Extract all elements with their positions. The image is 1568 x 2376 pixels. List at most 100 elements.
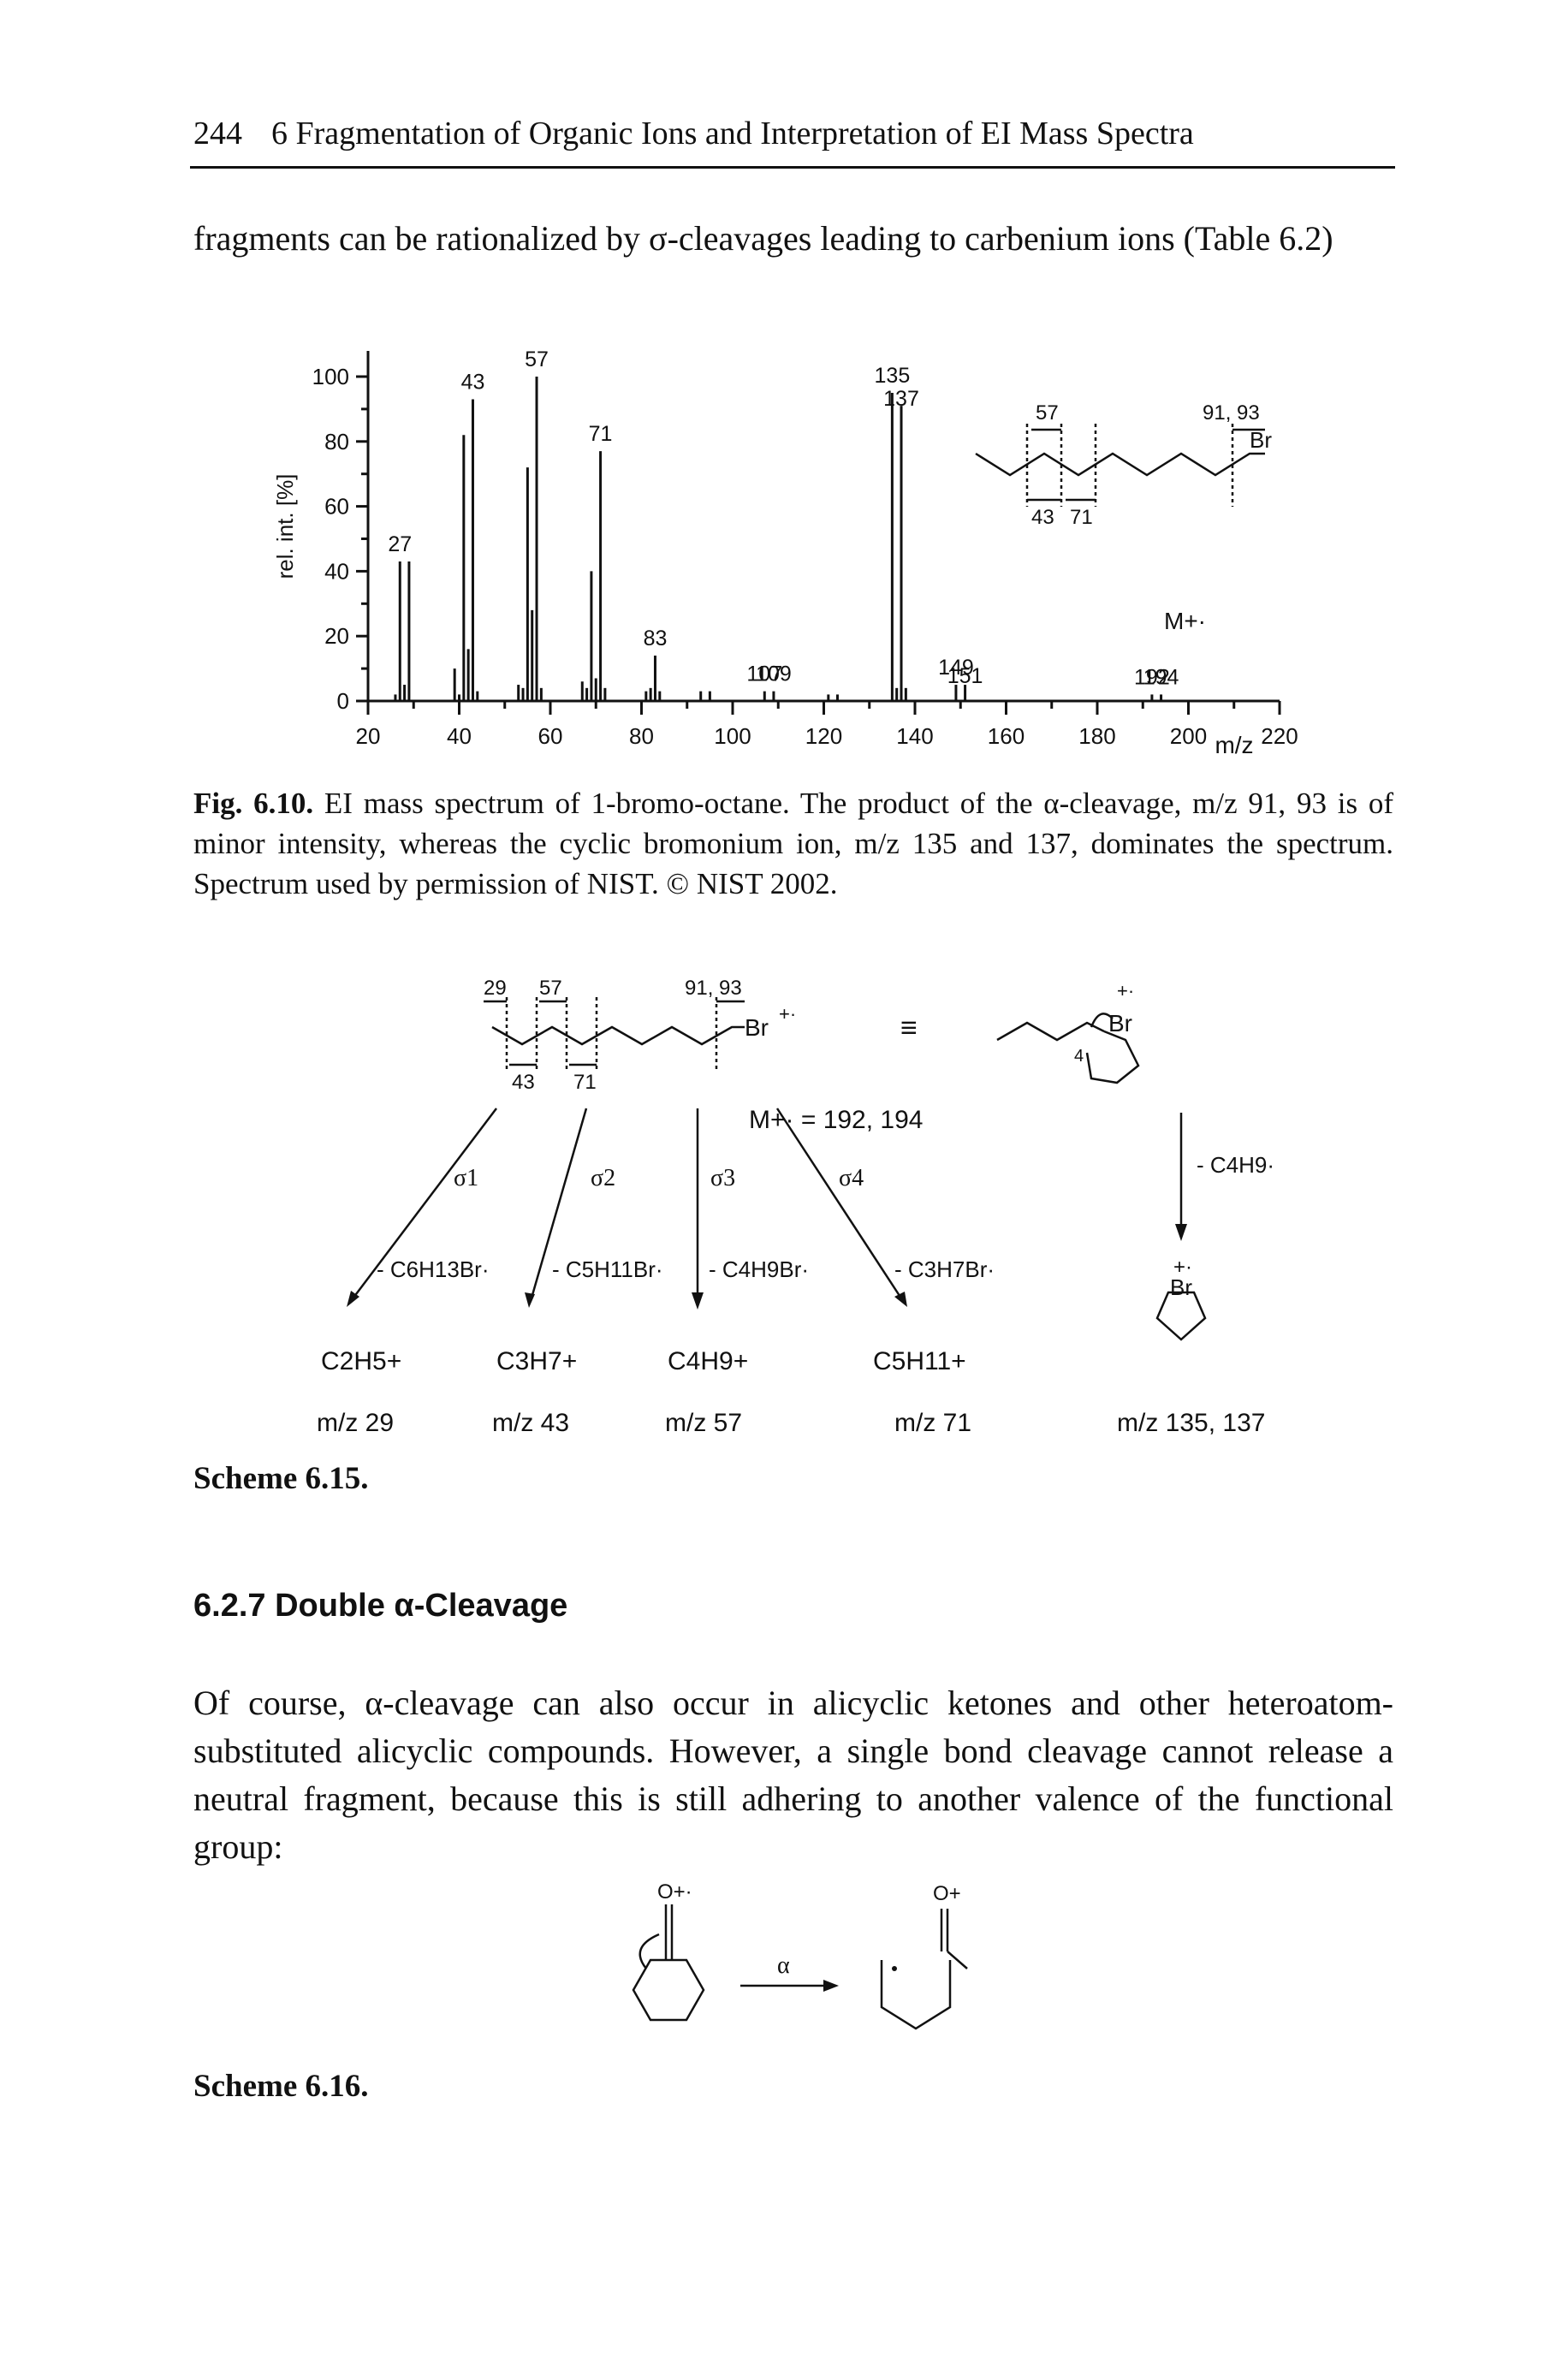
peak-label: 194 [1143, 665, 1179, 689]
x-tick-label: 140 [896, 723, 933, 749]
cleavage-arrows [350, 1108, 1183, 1302]
sigma4-label: σ4 [839, 1165, 864, 1191]
scheme-6-16-label: Scheme 6.16. [193, 2069, 369, 2104]
mz-71: m/z 71 [894, 1409, 971, 1437]
reactant-label: O+· [657, 1880, 692, 1904]
x-tick-label: 80 [629, 723, 654, 749]
bromonium-ring [1155, 1291, 1207, 1341]
intro-text-after: -cleavages leading to carbenium ions (Ta… [667, 219, 1333, 258]
scheme-6-16-diagram: O+· α O+ [632, 1880, 968, 2030]
peak-label: 137 [883, 387, 919, 411]
precursor-chain [996, 1021, 1105, 1042]
header-rule [190, 166, 1395, 169]
arrow-sigma2 [529, 1108, 588, 1302]
peak-label: 71 [589, 422, 613, 446]
y-tick-label: 20 [324, 623, 349, 649]
figure-caption: Fig. 6.10. EI mass spectrum of 1-bromo-o… [193, 783, 1393, 904]
sigma2-label: σ2 [591, 1165, 615, 1191]
sigma3-label: σ3 [710, 1165, 735, 1191]
struct-label-br: Br [1250, 427, 1272, 453]
peak-label: 27 [388, 532, 412, 556]
reactant-ring [632, 1958, 705, 2022]
y-tick-label: 100 [312, 364, 349, 389]
y-axis-label: rel. int. [%] [272, 474, 298, 579]
product-bond [947, 1951, 968, 1969]
precursor-arrow [1090, 1013, 1114, 1028]
distonic-ion-product [880, 1909, 968, 2030]
scheme-label-91-93: 91, 93 [685, 977, 742, 1000]
cyclohexanone-radical-cation [632, 1904, 705, 2022]
radical-dot [892, 1966, 897, 1971]
peak-label: 149 [938, 656, 974, 680]
figure-caption-label: Fig. 6.10. [193, 787, 314, 820]
ion-c5h11: C5H11+ [873, 1347, 966, 1375]
arrowhead-sigma1 [347, 1291, 359, 1307]
arrowhead-ring [1175, 1224, 1187, 1241]
x-tick-label: 180 [1078, 723, 1115, 749]
x-tick-label: 100 [714, 723, 751, 749]
peak-label: 109 [756, 662, 792, 686]
mz-57: m/z 57 [665, 1409, 742, 1437]
neutral-loss-ring: - C4H9· [1197, 1152, 1274, 1178]
x-tick-label: 40 [447, 723, 472, 749]
scheme-label-charge: +· [779, 1003, 796, 1025]
neutral-loss-1: - C6H13Br· [377, 1256, 489, 1282]
mz-135-137: m/z 135, 137 [1117, 1409, 1265, 1437]
scheme-6-15-label: Scheme 6.15. [193, 1461, 369, 1496]
bromonium-ring-structure [1155, 1291, 1207, 1341]
struct-label-57: 57 [1036, 401, 1059, 425]
peak-label: 107 [746, 662, 782, 686]
scheme-label-43: 43 [512, 1071, 535, 1094]
figure-caption-text: EI mass spectrum of 1-bromo-octane. The … [193, 787, 1394, 900]
scheme-6-15-diagram: 29 57 91, 93 43 71 Br +· ≡ Br +· 4 M+· =… [317, 977, 1274, 1437]
peak-label: 43 [461, 371, 485, 395]
section-heading: 6.2.7 Double α-Cleavage [193, 1588, 568, 1624]
scheme-molecular-ion: M+· = 192, 194 [749, 1106, 923, 1134]
arrow-sigma1 [350, 1108, 497, 1302]
spectrum-peaks [394, 377, 1163, 701]
arrowhead-sigma3 [692, 1292, 704, 1310]
ion-c3h7: C3H7+ [496, 1347, 577, 1375]
neutral-loss-2: - C5H11Br· [552, 1256, 663, 1282]
x-tick-label: 60 [538, 723, 563, 749]
intro-sigma: σ [649, 219, 668, 258]
product-label: O+ [933, 1882, 961, 1905]
octyl-chain [975, 452, 1265, 477]
bromonium-charge: +· [1173, 1256, 1192, 1279]
page-number: 244 [193, 116, 242, 151]
arrowhead-sigma4 [894, 1292, 907, 1307]
sigma1-label: σ1 [454, 1165, 478, 1191]
peak-label: 192 [1134, 665, 1170, 689]
reaction-arrowhead [823, 1980, 839, 1992]
peak-label: 57 [525, 347, 549, 371]
peak-label: 135 [875, 364, 911, 388]
molecular-ion-label: M+· [1164, 608, 1206, 634]
scheme-label-71: 71 [573, 1071, 597, 1094]
ring-position-number: 4 [1074, 1047, 1084, 1066]
intro-text-before: fragments can be rationalized by [193, 219, 649, 258]
precursor-br-label: Br [1108, 1010, 1132, 1037]
cyclic-precursor-structure [996, 1013, 1140, 1084]
x-tick-label: 200 [1170, 723, 1207, 749]
arrow-sigma4 [775, 1108, 905, 1302]
precursor-ring [1085, 1030, 1140, 1084]
running-header: 244 6 Fragmentation of Organic Ions and I… [193, 115, 1194, 152]
chart-axes [366, 351, 1280, 703]
y-tick-label: 40 [324, 558, 349, 584]
struct-label-71: 71 [1070, 506, 1093, 529]
octyl-bromide-structure [484, 997, 745, 1070]
y-tick-label: 80 [324, 429, 349, 454]
scheme-octyl-chain [491, 1025, 745, 1046]
struct-label-43: 43 [1031, 506, 1054, 529]
chapter-title: 6 Fragmentation of Organic Ions and Inte… [271, 116, 1194, 151]
body-paragraph: Of course, α-cleavage can also occur in … [193, 1684, 1393, 1866]
scheme-label-br: Br [745, 1014, 769, 1041]
x-axis-label: m/z [1215, 732, 1253, 758]
x-tick-label: 120 [805, 723, 842, 749]
arrowhead-sigma2 [525, 1292, 535, 1308]
reactant-cleavage-arrow [638, 1933, 660, 1969]
arrow-heads [347, 1224, 1187, 1310]
